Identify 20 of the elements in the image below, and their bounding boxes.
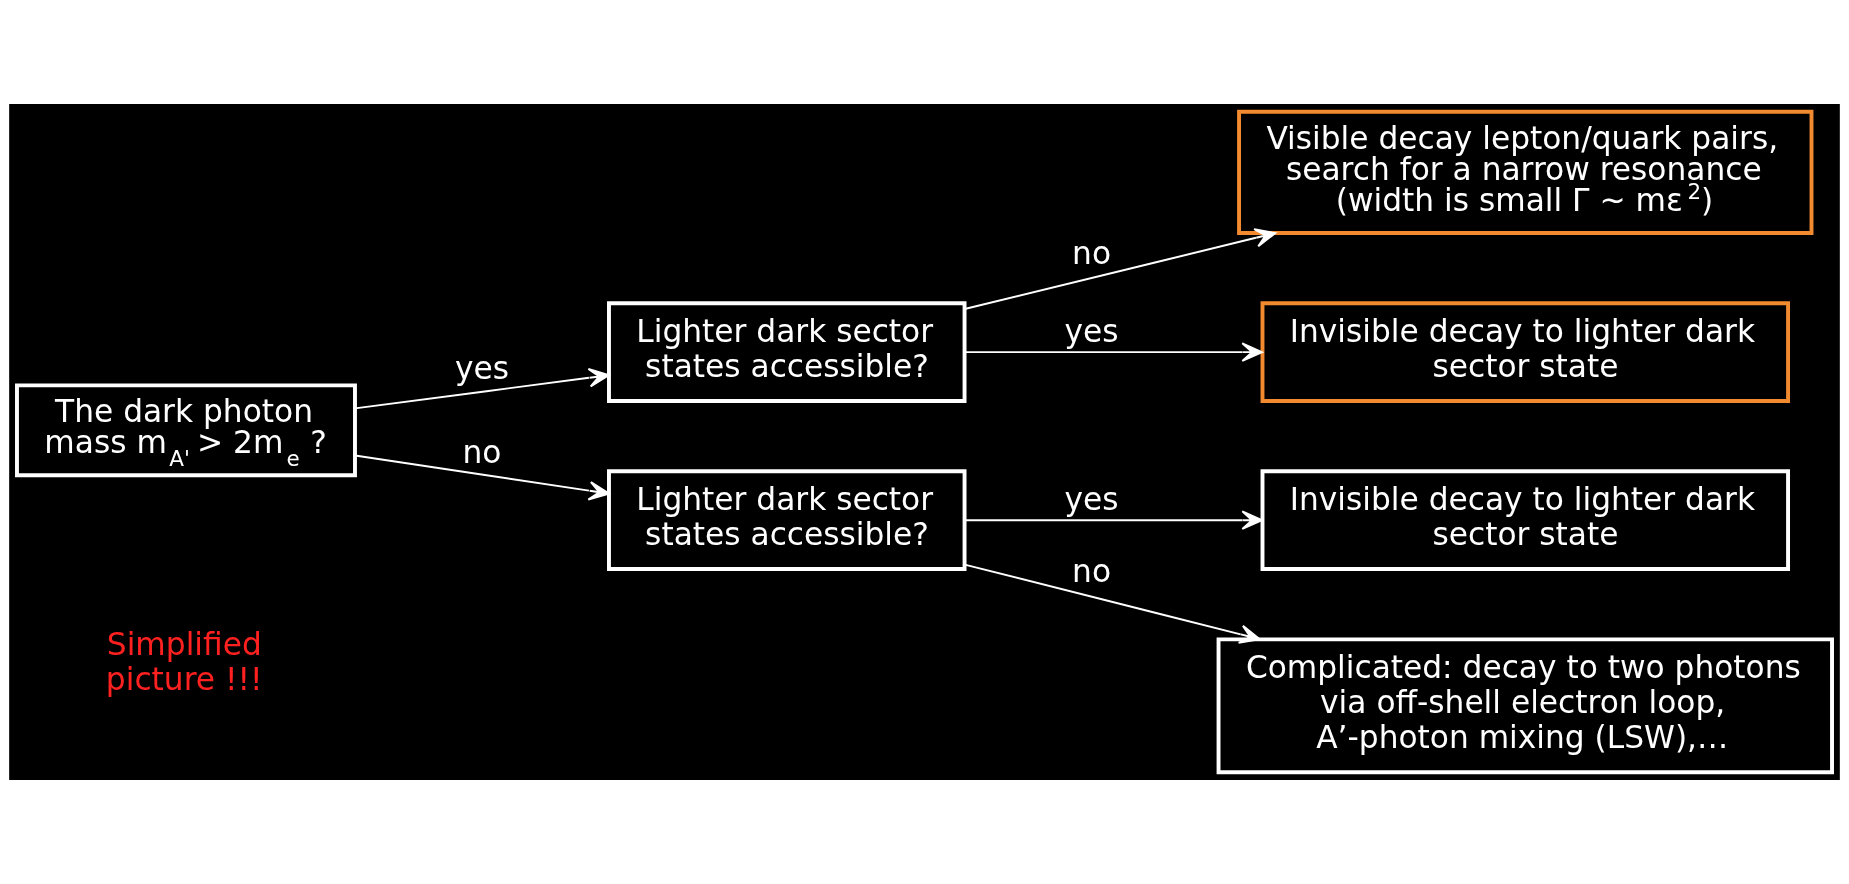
arrow	[354, 454, 610, 501]
node-box: Invisible decay to lighter dark sector state	[1260, 469, 1790, 571]
arrow	[963, 228, 1277, 311]
arrow	[354, 368, 610, 410]
node-box: Visible decay lepton/quark pairs, search for a narrow resonance (width is small Γ ~ mε$^{2}$)	[1237, 109, 1814, 235]
arrow	[963, 563, 1261, 644]
edge-label: yes	[454, 350, 509, 387]
arrow	[963, 342, 1263, 362]
edge-label: yes	[1064, 312, 1119, 349]
edge-label: yes	[1064, 480, 1119, 517]
edge-label: no	[1072, 234, 1112, 271]
edge-label: no	[1072, 553, 1112, 590]
node-box: The dark photon mass m$_{A'}$ > 2m$_{e}$ ?	[15, 383, 357, 478]
node-box: Complicated: decay to two photons via off-shell electron loop, A’-photon mixing (LSW),…	[1216, 637, 1834, 775]
arrow	[963, 510, 1263, 530]
node-box: Invisible decay to lighter dark sector state	[1260, 301, 1790, 403]
edge-label: no	[462, 434, 502, 471]
node-box: Lighter dark sector states accessible?	[607, 469, 967, 571]
node-box: Lighter dark sector states accessible?	[607, 301, 967, 403]
label: Simplified picture !!!	[105, 625, 263, 697]
